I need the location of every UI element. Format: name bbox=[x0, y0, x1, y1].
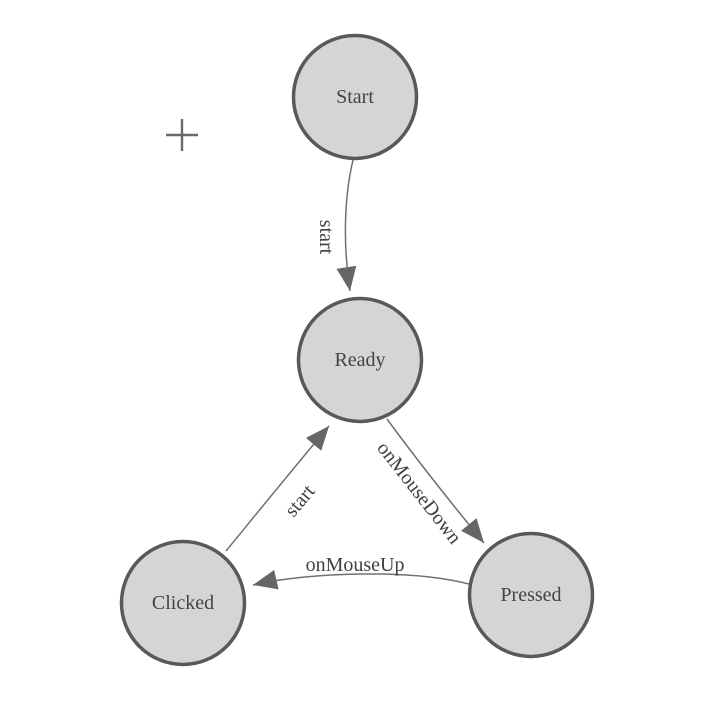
edge-label-ready-to-pressed: onMouseDown bbox=[372, 438, 465, 549]
edge-label-pressed-to-clicked: onMouseUp bbox=[306, 554, 405, 576]
state-node-start[interactable]: Start bbox=[291, 33, 419, 161]
edge-pressed-to-clicked[interactable]: onMouseUp bbox=[252, 554, 470, 590]
edge-start-to-ready[interactable]: start bbox=[315, 159, 357, 292]
edge-label-clicked-to-ready: start bbox=[281, 480, 320, 521]
edge-ready-to-pressed[interactable]: onMouseDown bbox=[372, 418, 485, 549]
edge-label-start-to-ready: start bbox=[315, 220, 337, 255]
state-node-pressed[interactable]: Pressed bbox=[467, 531, 595, 659]
state-node-clicked[interactable]: Clicked bbox=[119, 539, 247, 667]
edge-clicked-to-ready[interactable]: start bbox=[225, 425, 330, 552]
plus-icon bbox=[166, 119, 198, 151]
state-node-ready[interactable]: Ready bbox=[296, 296, 424, 424]
